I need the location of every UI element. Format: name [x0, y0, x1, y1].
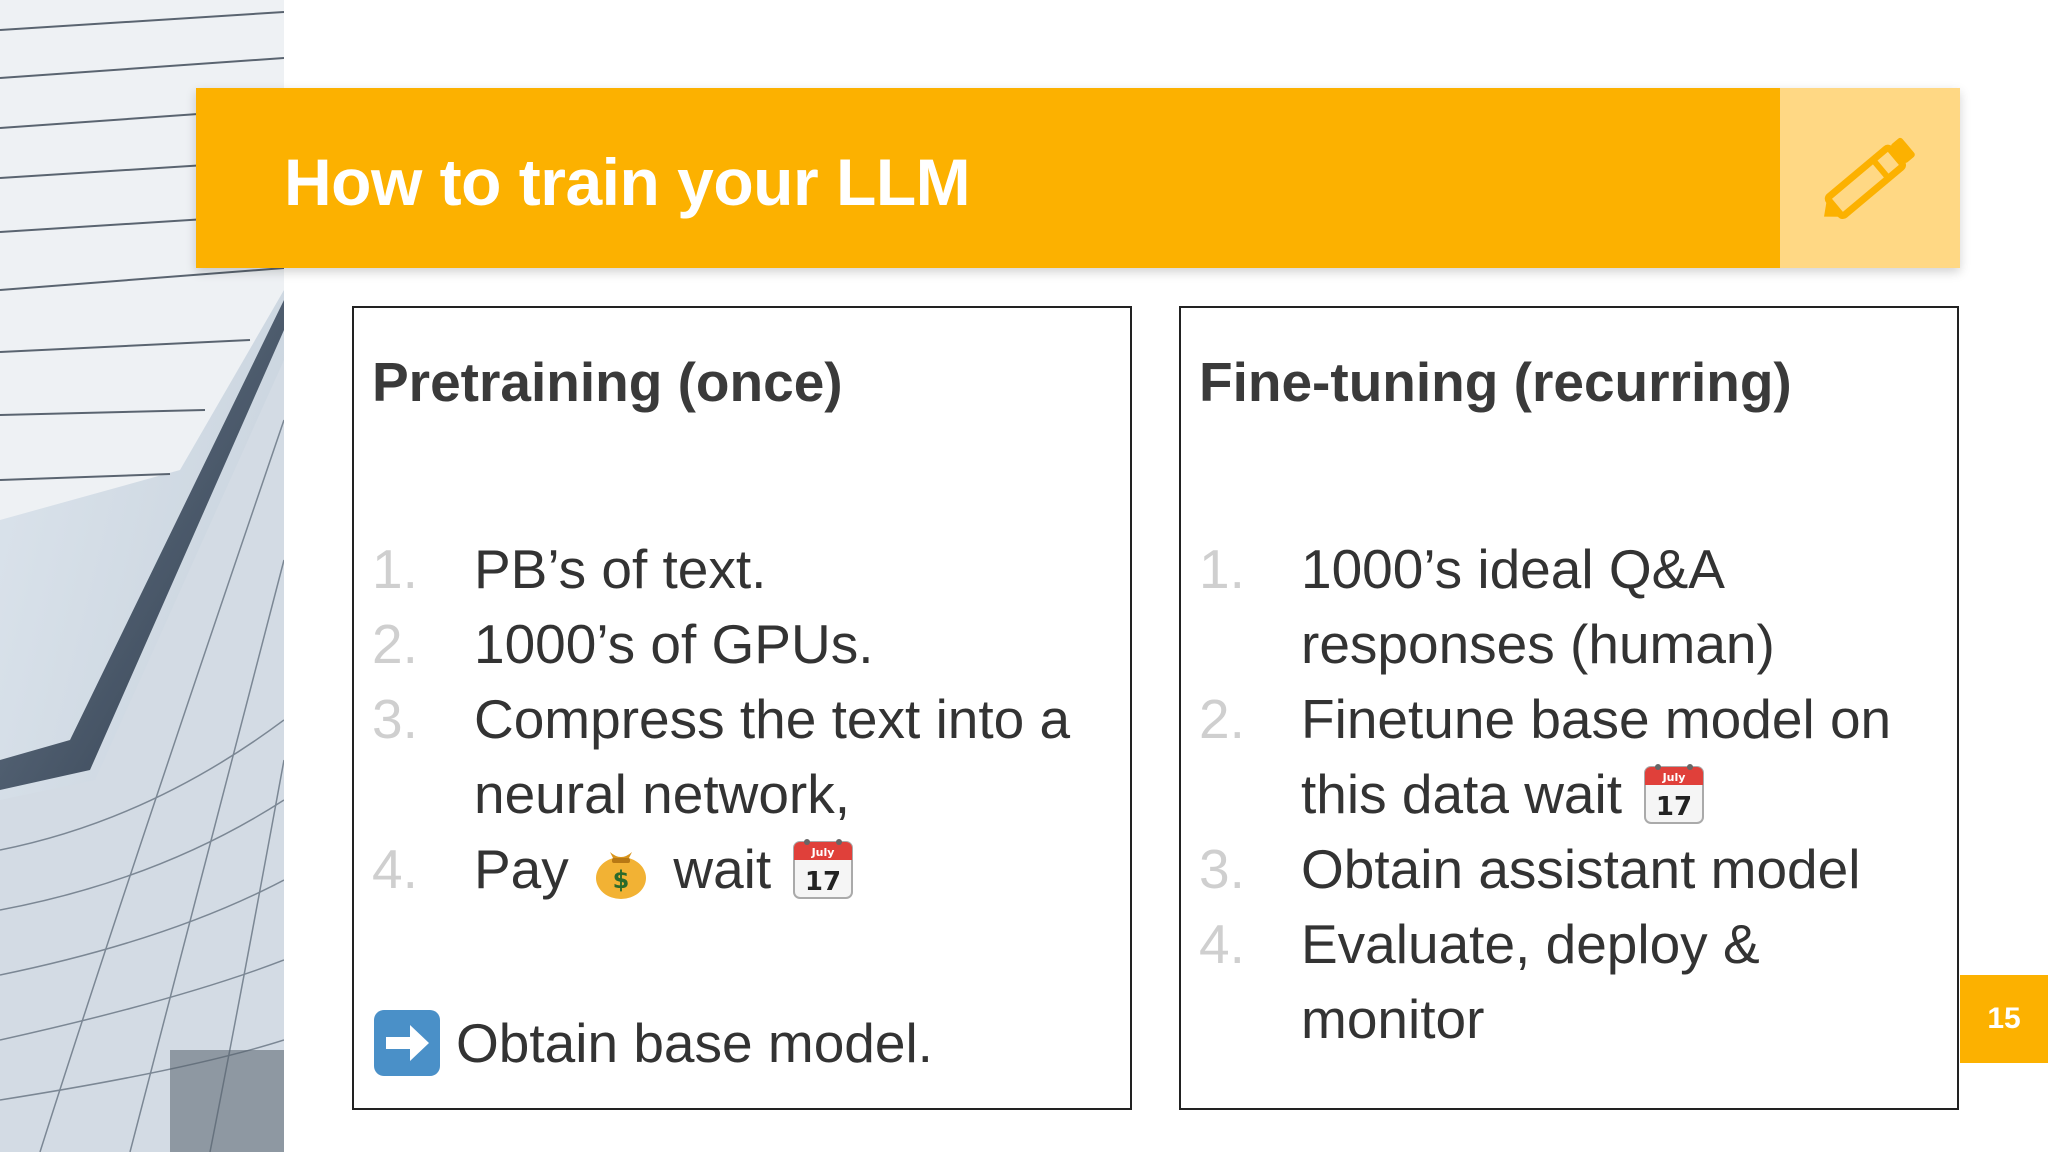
list-number: 2. [372, 613, 418, 675]
pencil-icon [1824, 137, 1915, 220]
pretraining-outcome: Obtain base model. [372, 1008, 933, 1078]
list-number: 3. [1199, 838, 1245, 900]
list-text: PB’s of text. [474, 538, 767, 600]
list-text-pay: Pay [474, 838, 569, 900]
calendar-icon: July 17 [1644, 764, 1705, 825]
calendar-month: July [1662, 771, 1686, 784]
list-text: 1000’s ideal Q&A responses (human) [1301, 538, 1775, 675]
slide-title: How to train your LLM [284, 145, 971, 219]
list-text: Evaluate, deploy & monitor [1301, 913, 1760, 1050]
list-number: 4. [372, 838, 418, 900]
list-text: Pay $ wait July 1 [474, 832, 1122, 907]
list-number: 4. [1199, 913, 1245, 975]
calendar-day: 17 [805, 867, 841, 897]
list-number: 1. [1199, 538, 1245, 600]
list-text-finetune: Finetune base model on this data wait [1301, 688, 1892, 825]
list-text: Finetune base model on this data wait Ju… [1301, 682, 1949, 832]
pretraining-heading: Pretraining (once) [372, 351, 843, 413]
list-item: 4. Evaluate, deploy & monitor [1199, 907, 1949, 1057]
list-text-wait: wait [673, 838, 772, 900]
list-number: 2. [1199, 688, 1245, 750]
title-banner: How to train your LLM [196, 88, 1960, 268]
calendar-day: 17 [1656, 792, 1692, 822]
list-item: 2. Finetune base model on this data wait… [1199, 682, 1949, 832]
banner-icon-box [1780, 88, 1960, 268]
page-number: 15 [1960, 975, 2048, 1063]
list-item: 1. PB’s of text. [372, 532, 1122, 607]
list-item: 3. Compress the text into a neural netwo… [372, 682, 1122, 832]
list-number: 1. [372, 538, 418, 600]
finetuning-heading: Fine-tuning (recurring) [1199, 351, 1792, 413]
list-text: 1000’s of GPUs. [474, 613, 874, 675]
pretraining-steps: 1. PB’s of text. 2. 1000’s of GPUs. 3. C… [372, 532, 1122, 907]
money-bag-icon: $ [596, 852, 647, 900]
right-arrow-icon [374, 1010, 440, 1076]
list-text: Compress the text into a neural network, [474, 688, 1071, 825]
list-item: 4. Pay $ wait [372, 832, 1122, 907]
list-item: 1. 1000’s ideal Q&A responses (human) [1199, 532, 1949, 682]
calendar-month: July [811, 846, 835, 859]
outcome-text: Obtain base model. [456, 1012, 933, 1074]
pretraining-card: Pretraining (once) 1. PB’s of text. 2. 1… [352, 306, 1132, 1110]
list-text: Obtain assistant model [1301, 838, 1861, 900]
list-item: 2. 1000’s of GPUs. [372, 607, 1122, 682]
list-item: 3. Obtain assistant model [1199, 832, 1949, 907]
svg-text:$: $ [613, 866, 630, 894]
finetuning-steps: 1. 1000’s ideal Q&A responses (human) 2.… [1199, 532, 1949, 1057]
calendar-icon: July 17 [793, 839, 854, 900]
list-number: 3. [372, 688, 418, 750]
finetuning-card: Fine-tuning (recurring) 1. 1000’s ideal … [1179, 306, 1959, 1110]
